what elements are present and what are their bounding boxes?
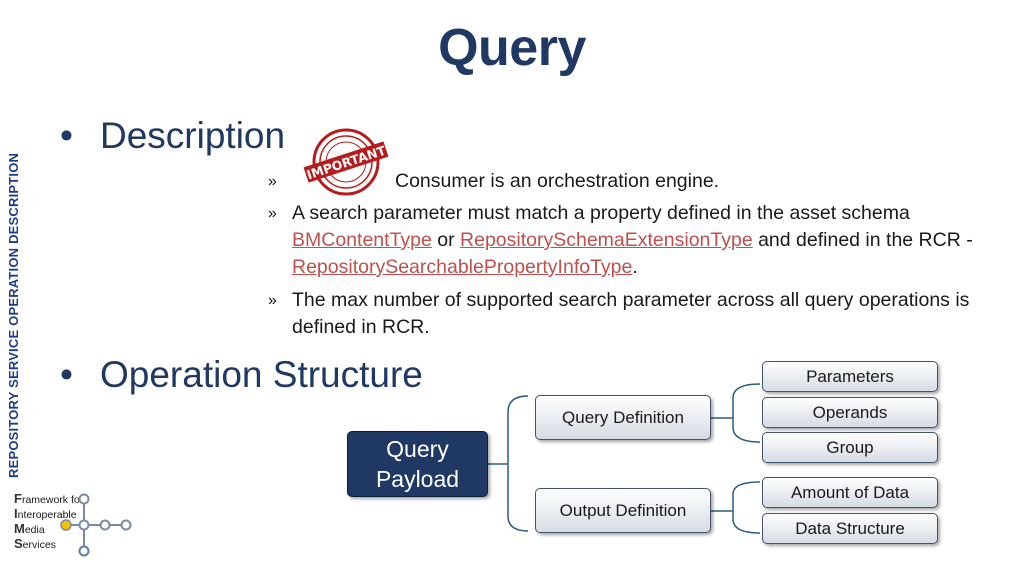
logo-line-3: Media xyxy=(14,522,83,537)
bullet-description-label: Description xyxy=(100,115,286,156)
sub-item-2-part1: A search parameter must match a property… xyxy=(292,202,910,224)
logo-word: ervices xyxy=(22,539,56,551)
logo-line-1: Framework for xyxy=(14,492,83,507)
logo-initial: I xyxy=(14,506,18,521)
sub-item-2-part3: and defined in the RCR - xyxy=(752,229,973,251)
output-definition-node: Output Definition xyxy=(535,488,711,533)
fims-logo-nodes-icon xyxy=(60,493,132,557)
logo-initial: F xyxy=(14,491,22,506)
query-definition-node: Query Definition xyxy=(535,395,711,440)
logo-word: edia xyxy=(24,524,45,536)
query-payload-line2: Payload xyxy=(375,466,460,492)
sub-item-1: » Consumer is an orchestration engine. xyxy=(268,168,978,195)
bullet-glyph: • xyxy=(60,115,73,156)
group-node: Group xyxy=(762,432,938,463)
important-stamp-icon: IMPORTANT xyxy=(303,128,389,196)
sub-glyph: » xyxy=(268,292,277,309)
parameters-node: Parameters xyxy=(762,361,938,392)
logo-initial: M xyxy=(14,521,25,536)
sub-item-3-text: The max number of supported search param… xyxy=(292,289,970,338)
operands-node: Operands xyxy=(762,397,938,428)
query-payload-line1: Query xyxy=(386,436,449,462)
sub-glyph: » xyxy=(268,173,277,190)
sub-item-2-text: A search parameter must match a property… xyxy=(292,200,978,281)
logo-line-2: Interoperable xyxy=(14,507,83,522)
bullet-operation-structure-label: Operation Structure xyxy=(100,354,423,395)
sub-item-1-text: Consumer is an orchestration engine. xyxy=(395,170,720,192)
logo-word: nteroperable xyxy=(17,509,77,521)
sub-item-2: » A search parameter must match a proper… xyxy=(268,200,978,281)
amount-of-data-node: Amount of Data xyxy=(762,477,938,508)
link-repositorysearchablepropertyinfotype[interactable]: RepositorySearchablePropertyInfoType xyxy=(292,256,633,278)
slide-title: Query xyxy=(438,19,586,77)
query-payload-node: Query Payload xyxy=(347,431,488,497)
bullet-description: • Description xyxy=(60,115,285,157)
logo-word: ramework for xyxy=(21,494,84,506)
sub-glyph: » xyxy=(268,205,277,222)
logo-initial: S xyxy=(14,536,23,551)
logo-line-4: Services xyxy=(14,537,83,552)
fims-logo-text: Framework for Interoperable Media Servic… xyxy=(14,492,83,552)
link-bmcontenttype[interactable]: BMContentType xyxy=(292,229,432,251)
bullet-glyph: • xyxy=(60,354,73,395)
link-repositoryschemaextensiontype[interactable]: RepositorySchemaExtensionType xyxy=(460,229,753,251)
sub-item-2-part2: or xyxy=(431,229,461,251)
bullet-operation-structure: • Operation Structure xyxy=(60,354,423,396)
sub-item-3: » The max number of supported search par… xyxy=(268,287,978,341)
sub-item-2-part4: . xyxy=(632,256,638,278)
data-structure-node: Data Structure xyxy=(762,513,938,544)
